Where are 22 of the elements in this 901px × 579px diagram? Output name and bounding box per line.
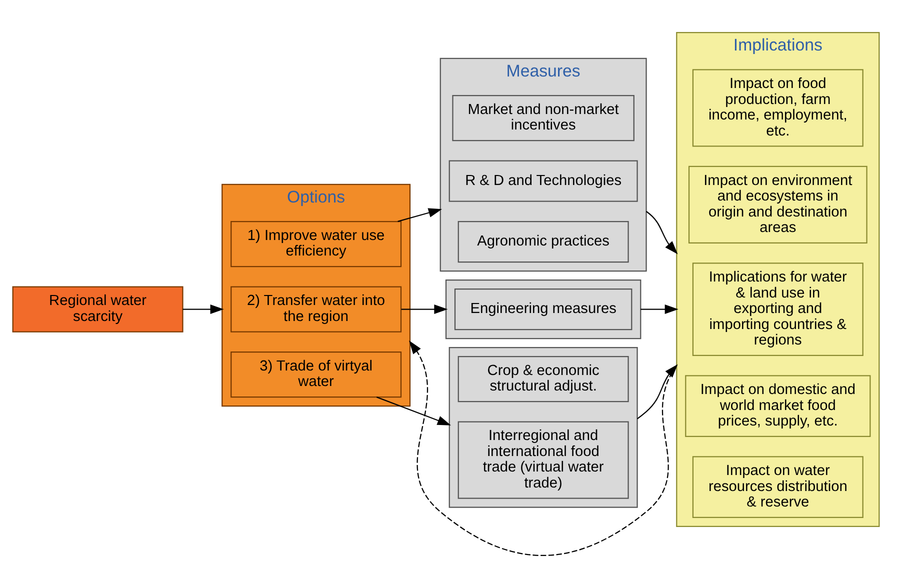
node-box: Interregional and international food trade (virtual water trade): [458, 421, 629, 499]
node-box: 3) Trade of virtyal water: [230, 351, 402, 398]
node-box: 1) Improve water use efficiency: [230, 220, 402, 268]
node-box: R & D and Technologies: [448, 160, 638, 202]
node-box: Impact on domestic and world market food prices, supply, etc.: [685, 375, 871, 437]
arrow: [401, 304, 448, 314]
node-box: Agronomic practices: [458, 220, 629, 263]
node-box: Crop & economic structural adjust.: [458, 356, 629, 402]
cluster: [445, 279, 642, 340]
cluster: [448, 346, 638, 508]
node-box: 2) Transfer water into the region: [230, 286, 402, 332]
node-box: Impact on environment and ecosystems in origin and destination areas: [688, 166, 868, 244]
arrow: [640, 304, 678, 314]
arrow: [398, 208, 442, 222]
node-box: Implications for water & land use in exporting and importing countries & regions: [692, 262, 864, 356]
arrow: [182, 304, 224, 314]
node-box: Impact on food production, farm income, employment, etc.: [692, 69, 864, 147]
node-box: Engineering measures: [454, 288, 632, 330]
node-box: Market and non-market incentives: [452, 94, 634, 142]
node-box: Impact on water resources distribution & reserve: [692, 456, 864, 518]
node-box: Regional water scarcity: [12, 286, 184, 332]
arrow: [646, 210, 678, 254]
